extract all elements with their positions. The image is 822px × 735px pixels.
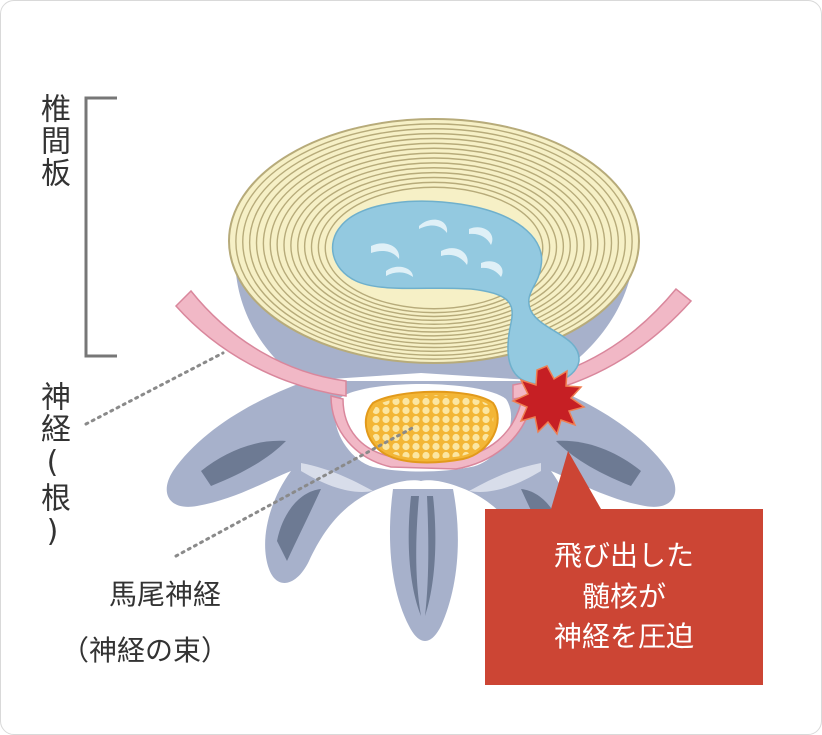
disc-ring	[248, 132, 620, 353]
label-nerve-root: 神経(根)	[35, 381, 70, 551]
disc-ring	[255, 137, 613, 349]
disc-bracket	[84, 96, 117, 358]
cauda-equina-leader	[174, 424, 418, 558]
disc-ring	[303, 171, 565, 322]
disc-ring	[317, 181, 551, 314]
disc-ring	[297, 167, 571, 325]
callout-line-2: 髄核が	[581, 579, 666, 613]
callout-line-1: 飛び出した	[553, 539, 694, 573]
cauda-equina	[364, 390, 499, 464]
nerve-root-leader	[84, 351, 225, 426]
disc-ring	[310, 176, 558, 318]
disc-ring	[269, 147, 599, 341]
compression-burst	[511, 365, 586, 436]
disc-ring	[290, 162, 578, 329]
disc-ring	[242, 128, 626, 356]
callout-pointer	[551, 451, 601, 509]
callout-line-3: 神経を圧迫	[553, 620, 694, 654]
label-cauda-equina: 馬尾神経	[109, 578, 222, 611]
disc-ring	[276, 152, 592, 337]
disc-ring	[262, 142, 606, 345]
label-cauda-equina-note: （神経の束）	[61, 634, 230, 667]
label-disc: 椎間板	[35, 93, 70, 189]
disc-ring	[283, 157, 585, 333]
disc-ring	[324, 186, 544, 310]
callout-box: 飛び出した 髄核が 神経を圧迫	[485, 509, 763, 685]
disc-ring	[235, 123, 633, 360]
